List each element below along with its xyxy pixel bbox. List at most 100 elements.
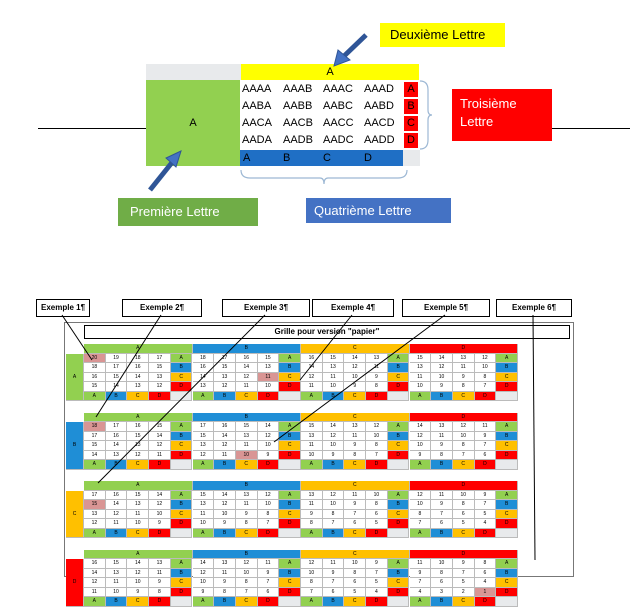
value-cell: 7 [235,587,258,597]
value-cell: 11 [105,578,128,588]
second-letter-header-cell: C [301,481,410,491]
value-cell: 12 [214,500,236,510]
value-cell: 17 [105,422,128,432]
value-cell: 10 [322,441,345,451]
value-cell: 13 [214,372,236,382]
fourth-letter-cell: C [344,597,367,607]
value-cell: 10 [474,363,497,373]
corner-cell [387,460,410,470]
value-cell: 6 [344,578,367,588]
value-cell: 18 [192,353,215,363]
value-cell: 11 [322,372,345,382]
value-cell: 9 [149,578,171,588]
value-cell: 9 [366,559,388,569]
value-cell: 13 [149,559,171,569]
value-cell: 12 [431,363,453,373]
value-cell: 13 [366,353,388,363]
third-letter-cell: B [496,431,518,441]
third-letter-cell: C [279,372,301,382]
third-letter-cell: A [170,353,193,363]
third-letter-cell: A [496,422,518,432]
fourth-letter-cell: C [452,528,475,538]
arrow-to-second-letter [333,33,368,67]
fourth-letter-cell: D [474,460,497,470]
third-letter-cell: A [387,490,410,500]
value-cell: 9 [344,441,367,451]
third-letter-cell: A [279,559,301,569]
value-cell: 14 [322,422,345,432]
value-cell: 10 [235,450,258,460]
value-cell: 18 [84,422,106,432]
value-cell: 5 [474,509,497,519]
value-cell: 6 [474,568,497,578]
fourth-letter-cell: B [431,528,453,538]
fourth-letter-cell: C [235,460,258,470]
value-cell: 6 [257,587,280,597]
combination-cell: AADD [364,134,395,146]
value-cell: 15 [214,363,236,373]
fourth-letter-cell: B [105,391,128,401]
value-cell: 8 [301,578,323,588]
fourth-letter-cell: B [214,391,236,401]
value-cell: 13 [235,490,258,500]
value-cell: 9 [431,441,453,451]
value-cell: 8 [431,450,453,460]
corner-gray-cell [403,150,420,166]
corner-cell [496,597,518,607]
third-letter-cell: C [496,578,518,588]
third-letter-cell: B [170,363,193,373]
fourth-letter-cell: D [257,597,280,607]
third-letter-cell: D [170,450,193,460]
value-cell: 12 [257,490,280,500]
third-letter-cell: C [387,509,410,519]
third-letter-cell: C [496,441,518,451]
value-cell: 11 [127,509,150,519]
value-cell: 15 [192,431,215,441]
value-cell: 7 [257,578,280,588]
value-cell: 14 [257,422,280,432]
value-cell: 10 [322,500,345,510]
corner-cell [170,460,193,470]
fourth-letter-cell: C [235,528,258,538]
fourth-letter-cell: B [283,152,291,164]
third-letter-cell: A [387,559,410,569]
value-cell: 13 [452,353,475,363]
value-cell: 13 [127,441,150,451]
third-letter-cell: A [496,353,518,363]
value-cell: 13 [235,431,258,441]
fourth-letter-cell: B [105,460,128,470]
value-cell: 7 [344,509,367,519]
value-cell: 9 [214,578,236,588]
value-cell: 15 [84,382,106,392]
value-cell: 10 [322,382,345,392]
fourth-letter-cell: A [409,528,432,538]
value-cell: 16 [84,559,106,569]
value-cell: 9 [452,559,475,569]
fourth-letter-cell: B [322,460,345,470]
value-cell: 13 [105,450,128,460]
third-letter-cell: B [279,500,301,510]
value-cell: 12 [84,578,106,588]
second-letter-header-cell: C [301,549,410,559]
value-cell: 11 [409,559,432,569]
value-cell: 13 [192,441,215,451]
third-letter-brace [420,80,432,150]
value-cell: 19 [105,353,128,363]
value-cell: 17 [105,363,128,373]
fourth-letter-cell: D [149,597,171,607]
value-cell: 8 [366,382,388,392]
value-cell: 6 [344,519,367,529]
value-cell: 11 [214,568,236,578]
combination-cell: AADB [283,134,313,146]
value-cell: 8 [322,509,345,519]
value-cell: 14 [301,363,323,373]
third-letter-cell: B [496,363,518,373]
value-cell: 2 [452,587,475,597]
value-cell: 8 [214,587,236,597]
value-cell: 8 [474,372,497,382]
value-cell: 10 [431,372,453,382]
second-letter-header-cell: A [84,549,193,559]
value-cell: 16 [235,353,258,363]
corner-cell [170,528,193,538]
corner-cell [496,528,518,538]
